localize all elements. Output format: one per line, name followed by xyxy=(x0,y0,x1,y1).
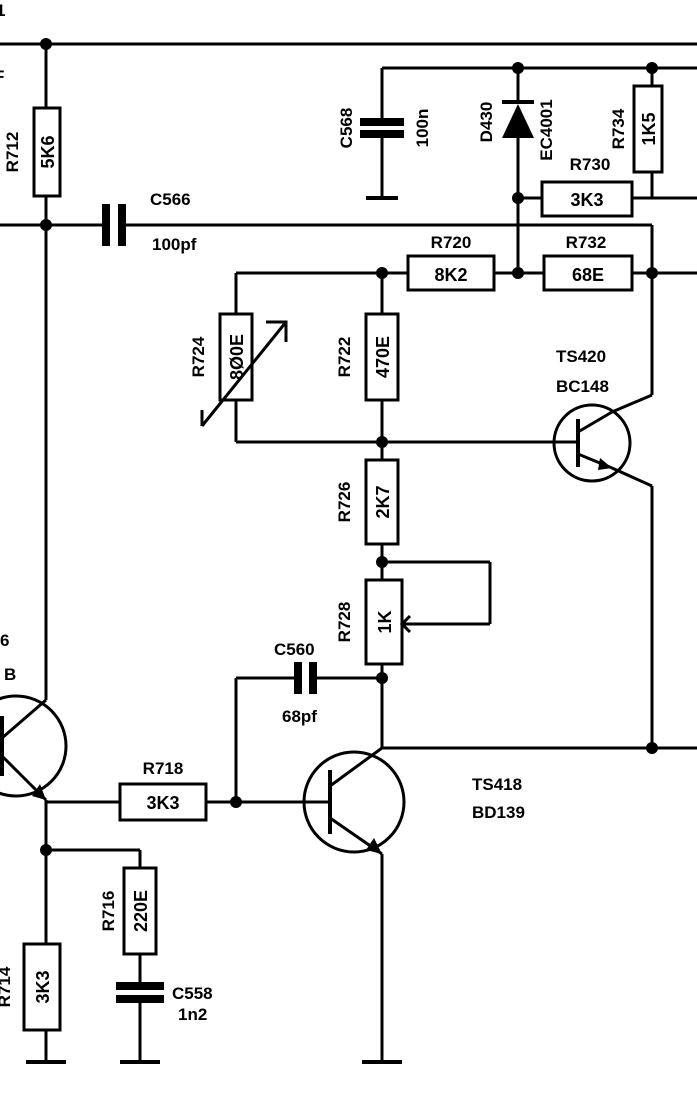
r726-value: 2K7 xyxy=(373,485,393,518)
r720-value: 8K2 xyxy=(434,265,467,285)
r722-value: 470E xyxy=(373,336,393,378)
left-transistor-num: 6 xyxy=(0,631,9,650)
c558-ref: C558 xyxy=(172,984,213,1003)
r734-ref: R734 xyxy=(609,108,628,149)
left-top-cut-label: 1 xyxy=(0,1,5,20)
transistor-left-partial: 6 B xyxy=(0,631,68,802)
ts420-value: BC148 xyxy=(556,377,609,396)
c568-ref: C568 xyxy=(337,108,356,149)
r726-ref: R726 xyxy=(335,482,354,523)
r716-value: 220E xyxy=(131,890,151,932)
ts418-ref: TS418 xyxy=(472,775,522,794)
capacitor-c558: C558 1n2 xyxy=(116,982,213,1024)
resistor-r722: 470E R722 xyxy=(335,312,400,402)
r714-value: 3K3 xyxy=(33,970,53,1003)
c566-value: 100pf xyxy=(152,235,197,254)
junction-dots xyxy=(40,38,658,856)
r732-value: 68E xyxy=(572,265,604,285)
capacitor-c566: C566 100pf xyxy=(102,190,197,254)
resistor-r732: 68E R732 xyxy=(542,233,634,292)
left-transistor-suffix: B xyxy=(4,665,16,684)
c560-value: 68pf xyxy=(282,707,317,726)
transistor-ts418: TS418 BD139 xyxy=(302,746,525,856)
r716-ref: R716 xyxy=(99,891,118,932)
diode-d430: D430 EC4001 xyxy=(477,99,556,160)
resistor-r712: 5K6 R712 xyxy=(3,106,62,198)
ts420-ref: TS420 xyxy=(556,347,606,366)
r730-value: 3K3 xyxy=(570,190,603,210)
capacitor-c568: C568 100n xyxy=(337,108,432,149)
r724-ref: R724 xyxy=(189,336,208,377)
r730-ref: R730 xyxy=(570,155,611,174)
r732-ref: R732 xyxy=(566,233,607,252)
left-f-cut-label: F xyxy=(0,67,4,86)
r734-value: 1K5 xyxy=(639,112,659,145)
r728-ref: R728 xyxy=(335,602,354,643)
trimmer-r728: 1K R728 xyxy=(335,578,412,666)
resistor-r730: 3K3 R730 xyxy=(540,155,634,218)
c560-ref: C560 xyxy=(274,640,315,659)
resistor-r734: 1K5 R734 xyxy=(609,84,664,174)
r714-ref: R714 xyxy=(0,966,14,1007)
r718-ref: R718 xyxy=(143,759,184,778)
resistor-r714: 3K3 R714 xyxy=(0,942,62,1032)
r712-value: 5K6 xyxy=(38,135,58,168)
c558-value: 1n2 xyxy=(178,1005,207,1024)
r718-value: 3K3 xyxy=(146,793,179,813)
r728-value: 1K xyxy=(375,610,395,633)
ground-symbols xyxy=(26,196,402,1064)
wires xyxy=(0,42,697,1060)
ts418-value: BD139 xyxy=(472,803,525,822)
transistor-ts420: TS420 BC148 xyxy=(552,347,653,483)
resistor-r720: 8K2 R720 xyxy=(406,233,496,292)
c566-ref: C566 xyxy=(150,190,191,209)
r720-ref: R720 xyxy=(431,233,472,252)
r712-ref: R712 xyxy=(3,132,22,173)
capacitor-c560: C560 68pf xyxy=(274,640,317,726)
r724-value: 8Ø0E xyxy=(227,334,247,380)
c568-value: 100n xyxy=(413,109,432,148)
resistor-r716: 220E R716 xyxy=(99,866,158,956)
variable-resistor-r724: 8Ø0E R724 xyxy=(189,312,288,427)
d430-ref: D430 xyxy=(477,102,496,143)
d430-value: EC4001 xyxy=(537,99,556,160)
r722-ref: R722 xyxy=(335,337,354,378)
resistor-r718: 3K3 R718 xyxy=(118,759,208,822)
resistor-r726: 2K7 R726 xyxy=(335,458,400,546)
